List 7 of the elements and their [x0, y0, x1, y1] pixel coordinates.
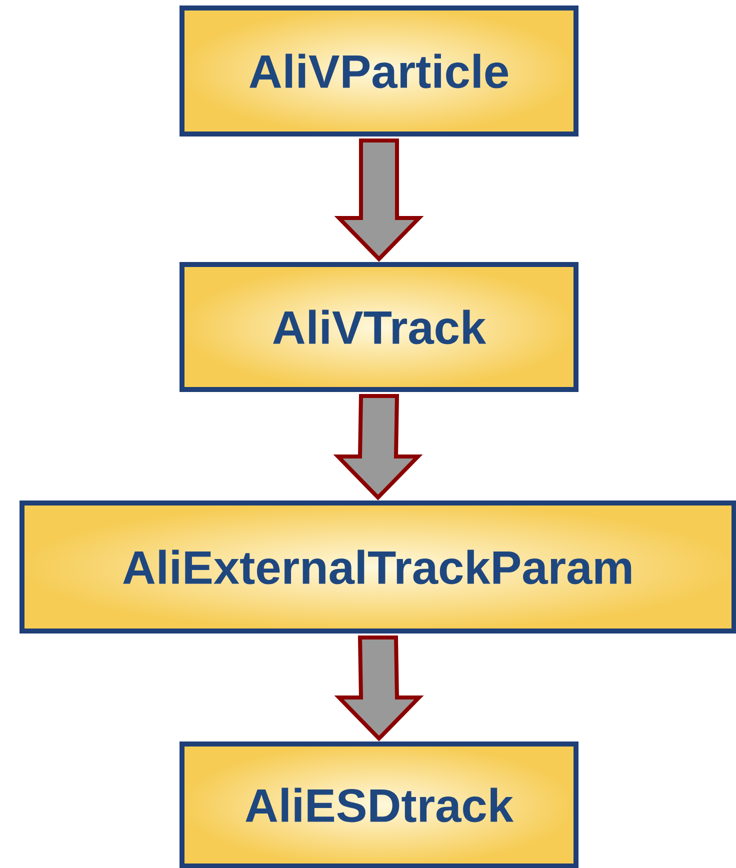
block-arrow	[334, 138, 424, 262]
class-box: AliVTrack	[180, 262, 578, 392]
class-box: AliESDtrack	[180, 742, 578, 868]
block-arrow	[334, 636, 424, 742]
class-box: AliExternalTrackParam	[20, 500, 736, 634]
class-box: AliVParticle	[180, 6, 578, 136]
block-arrow	[333, 394, 423, 500]
